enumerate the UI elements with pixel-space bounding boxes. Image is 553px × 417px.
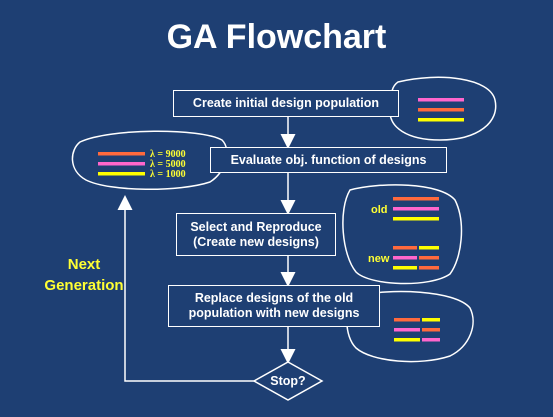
next-generation-label: Next Generation: [36, 254, 132, 296]
cloud-evaluated-population: [71, 130, 228, 190]
step-replace-line1: Replace designs of the old: [194, 291, 354, 305]
next-generation-line1: Next: [67, 256, 101, 273]
step-select-line1: Select and Reproduce: [190, 219, 322, 234]
next-generation-line2: Generation: [44, 277, 124, 294]
chromosomes-evaluated: [98, 152, 145, 176]
arrow-next-generation-loop: [117, 195, 255, 382]
chromosomes-initial: [418, 98, 464, 122]
stop-decision-label: Stop?: [270, 374, 306, 388]
step-select-reproduce: Select and Reproduce (Create new designs…: [176, 213, 336, 256]
step-create-label: Create initial design population: [192, 96, 380, 110]
chromosomes-new: [393, 246, 439, 270]
fitness-value-1: λ = 9000: [150, 149, 186, 160]
fitness-value-3: λ = 1000: [150, 169, 186, 180]
step-evaluate-label: Evaluate obj. function of designs: [230, 152, 427, 167]
step-select-line2: (Create new designs): [193, 234, 319, 249]
cloud-replacement: [346, 290, 474, 363]
slide-title: GA Flowchart: [166, 18, 387, 56]
stop-decision-diamond: [252, 361, 324, 401]
new-label: new: [368, 253, 390, 265]
step-create-population: Create initial design population: [173, 90, 399, 117]
old-label: old: [371, 204, 388, 216]
cloud-selection: [342, 184, 463, 285]
fitness-value-2: λ = 5000: [150, 159, 186, 170]
step-replace: Replace designs of the old population wi…: [168, 285, 380, 327]
chromosomes-old: [393, 197, 439, 221]
step-replace-line2: population with new designs: [188, 306, 360, 320]
chromosomes-replaced: [394, 318, 440, 342]
step-evaluate: Evaluate obj. function of designs: [210, 147, 447, 173]
